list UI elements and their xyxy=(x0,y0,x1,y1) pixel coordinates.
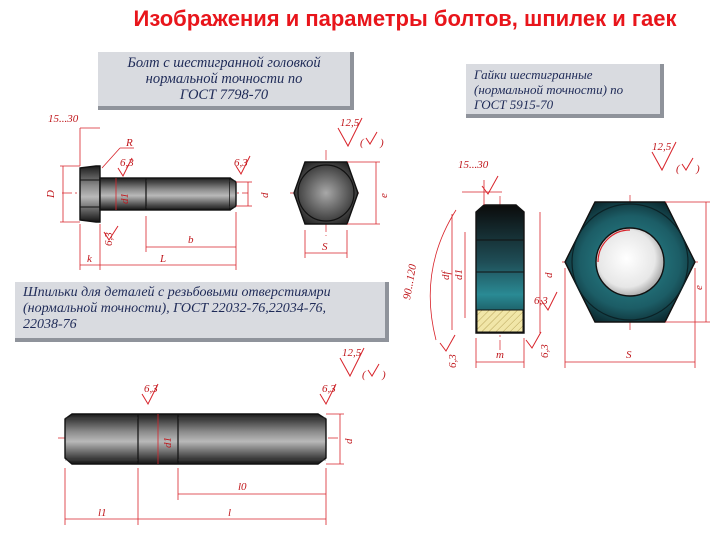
nut-caption-line-3: ГОСТ 5915-70 xyxy=(474,97,554,112)
bolt-e-label: e xyxy=(378,193,390,198)
stud-roughness-b: 6,3 xyxy=(322,383,336,395)
stud-l0-label: l0 xyxy=(238,481,247,493)
bolt-D-label: D xyxy=(45,190,57,199)
stud-roughness-a: 6,3 xyxy=(144,383,158,395)
nut-df-label: df xyxy=(440,270,452,281)
bolt-L-label: L xyxy=(159,253,166,265)
nut-roughness-paren-close: ) xyxy=(695,163,700,175)
bolt-roughness-a: 6,3 xyxy=(120,157,134,169)
nut-roughness-b: 6,3 xyxy=(539,344,551,358)
bolt-k-label: k xyxy=(87,253,93,265)
nut-e-label: e xyxy=(693,285,705,290)
nut-roughness-paren: ( xyxy=(676,163,681,175)
bolt-caption-line-1: Болт с шестигранной головкой xyxy=(127,55,321,71)
bolt-roughness-paren: ( xyxy=(360,137,365,149)
nut-general-roughness: 12,5 xyxy=(652,141,672,153)
nut-m-label: m xyxy=(496,349,504,361)
bolt-S-label: S xyxy=(322,241,328,253)
bolt-head-end-view: S e 12,5 ( ) xyxy=(290,117,390,258)
bolt-d1-label: d1 xyxy=(119,193,131,204)
bolt-general-roughness: 12,5 xyxy=(340,117,360,129)
stud-caption-line-3: 22038-76 xyxy=(23,317,77,332)
bolt-roughness-paren-close: ) xyxy=(379,137,384,149)
stud-general-roughness: 12,5 xyxy=(342,347,362,359)
nut-angle-label: 90...120 xyxy=(401,263,419,301)
nut-end-view: S e 12,5 ( ) xyxy=(562,141,710,368)
nut-d1-label: d1 xyxy=(453,269,465,280)
bolt-caption-line-2: нормальной точности по xyxy=(145,71,303,87)
bolt-chamfer-label: 15...30 xyxy=(48,113,79,125)
bolt-caption-line-3: ГОСТ 7798-70 xyxy=(179,87,269,103)
nut-chamfer-label: 15...30 xyxy=(458,159,489,171)
bolt-drawing: 15...30 R 6,3 6,3 6,3 D d1 d b k L xyxy=(45,113,271,270)
nut-S-label: S xyxy=(626,349,632,361)
page-title: Изображения и параметры болтов, шпилек и… xyxy=(133,6,677,31)
nut-roughness-c: 6,3 xyxy=(447,354,459,368)
stud-caption: Шпильки для деталей с резьбовыми отверст… xyxy=(15,282,389,342)
stud-d-label: d xyxy=(343,438,355,444)
bolt-caption: Болт с шестигранной головкой нормальной … xyxy=(98,52,354,110)
nut-d-label: d xyxy=(543,272,555,278)
stud-caption-line-1: Шпильки для деталей с резьбовыми отверст… xyxy=(23,285,331,300)
nut-caption: Гайки шестигранные (нормальной точности)… xyxy=(466,64,664,118)
nut-caption-line-2: (нормальной точности) по xyxy=(474,82,624,97)
nut-roughness-a: 6,3 xyxy=(534,295,548,307)
stud-l1-label: l1 xyxy=(98,507,107,519)
bolt-roughness-c: 6,3 xyxy=(103,232,115,246)
nut-caption-line-1: Гайки шестигранные xyxy=(474,67,593,82)
stud-caption-line-2: (нормальной точности), ГОСТ 22032-76,220… xyxy=(23,301,326,316)
nut-side-view: 15...30 90...120 df d1 d 6,3 6,3 6,3 m xyxy=(401,159,558,368)
stud-roughness-paren: ( xyxy=(362,369,367,381)
bolt-r-label: R xyxy=(125,137,133,149)
stud-d1-label: d1 xyxy=(162,437,174,448)
bolt-roughness-b: 6,3 xyxy=(234,157,248,169)
stud-roughness-paren-close: ) xyxy=(381,369,386,381)
bolt-b-label: b xyxy=(188,234,194,246)
bolt-d-label: d xyxy=(259,192,271,198)
stud-l-label: l xyxy=(228,507,231,519)
stud-drawing: 6,3 6,3 d1 d l0 l1 l 12,5 ( ) xyxy=(58,347,386,525)
